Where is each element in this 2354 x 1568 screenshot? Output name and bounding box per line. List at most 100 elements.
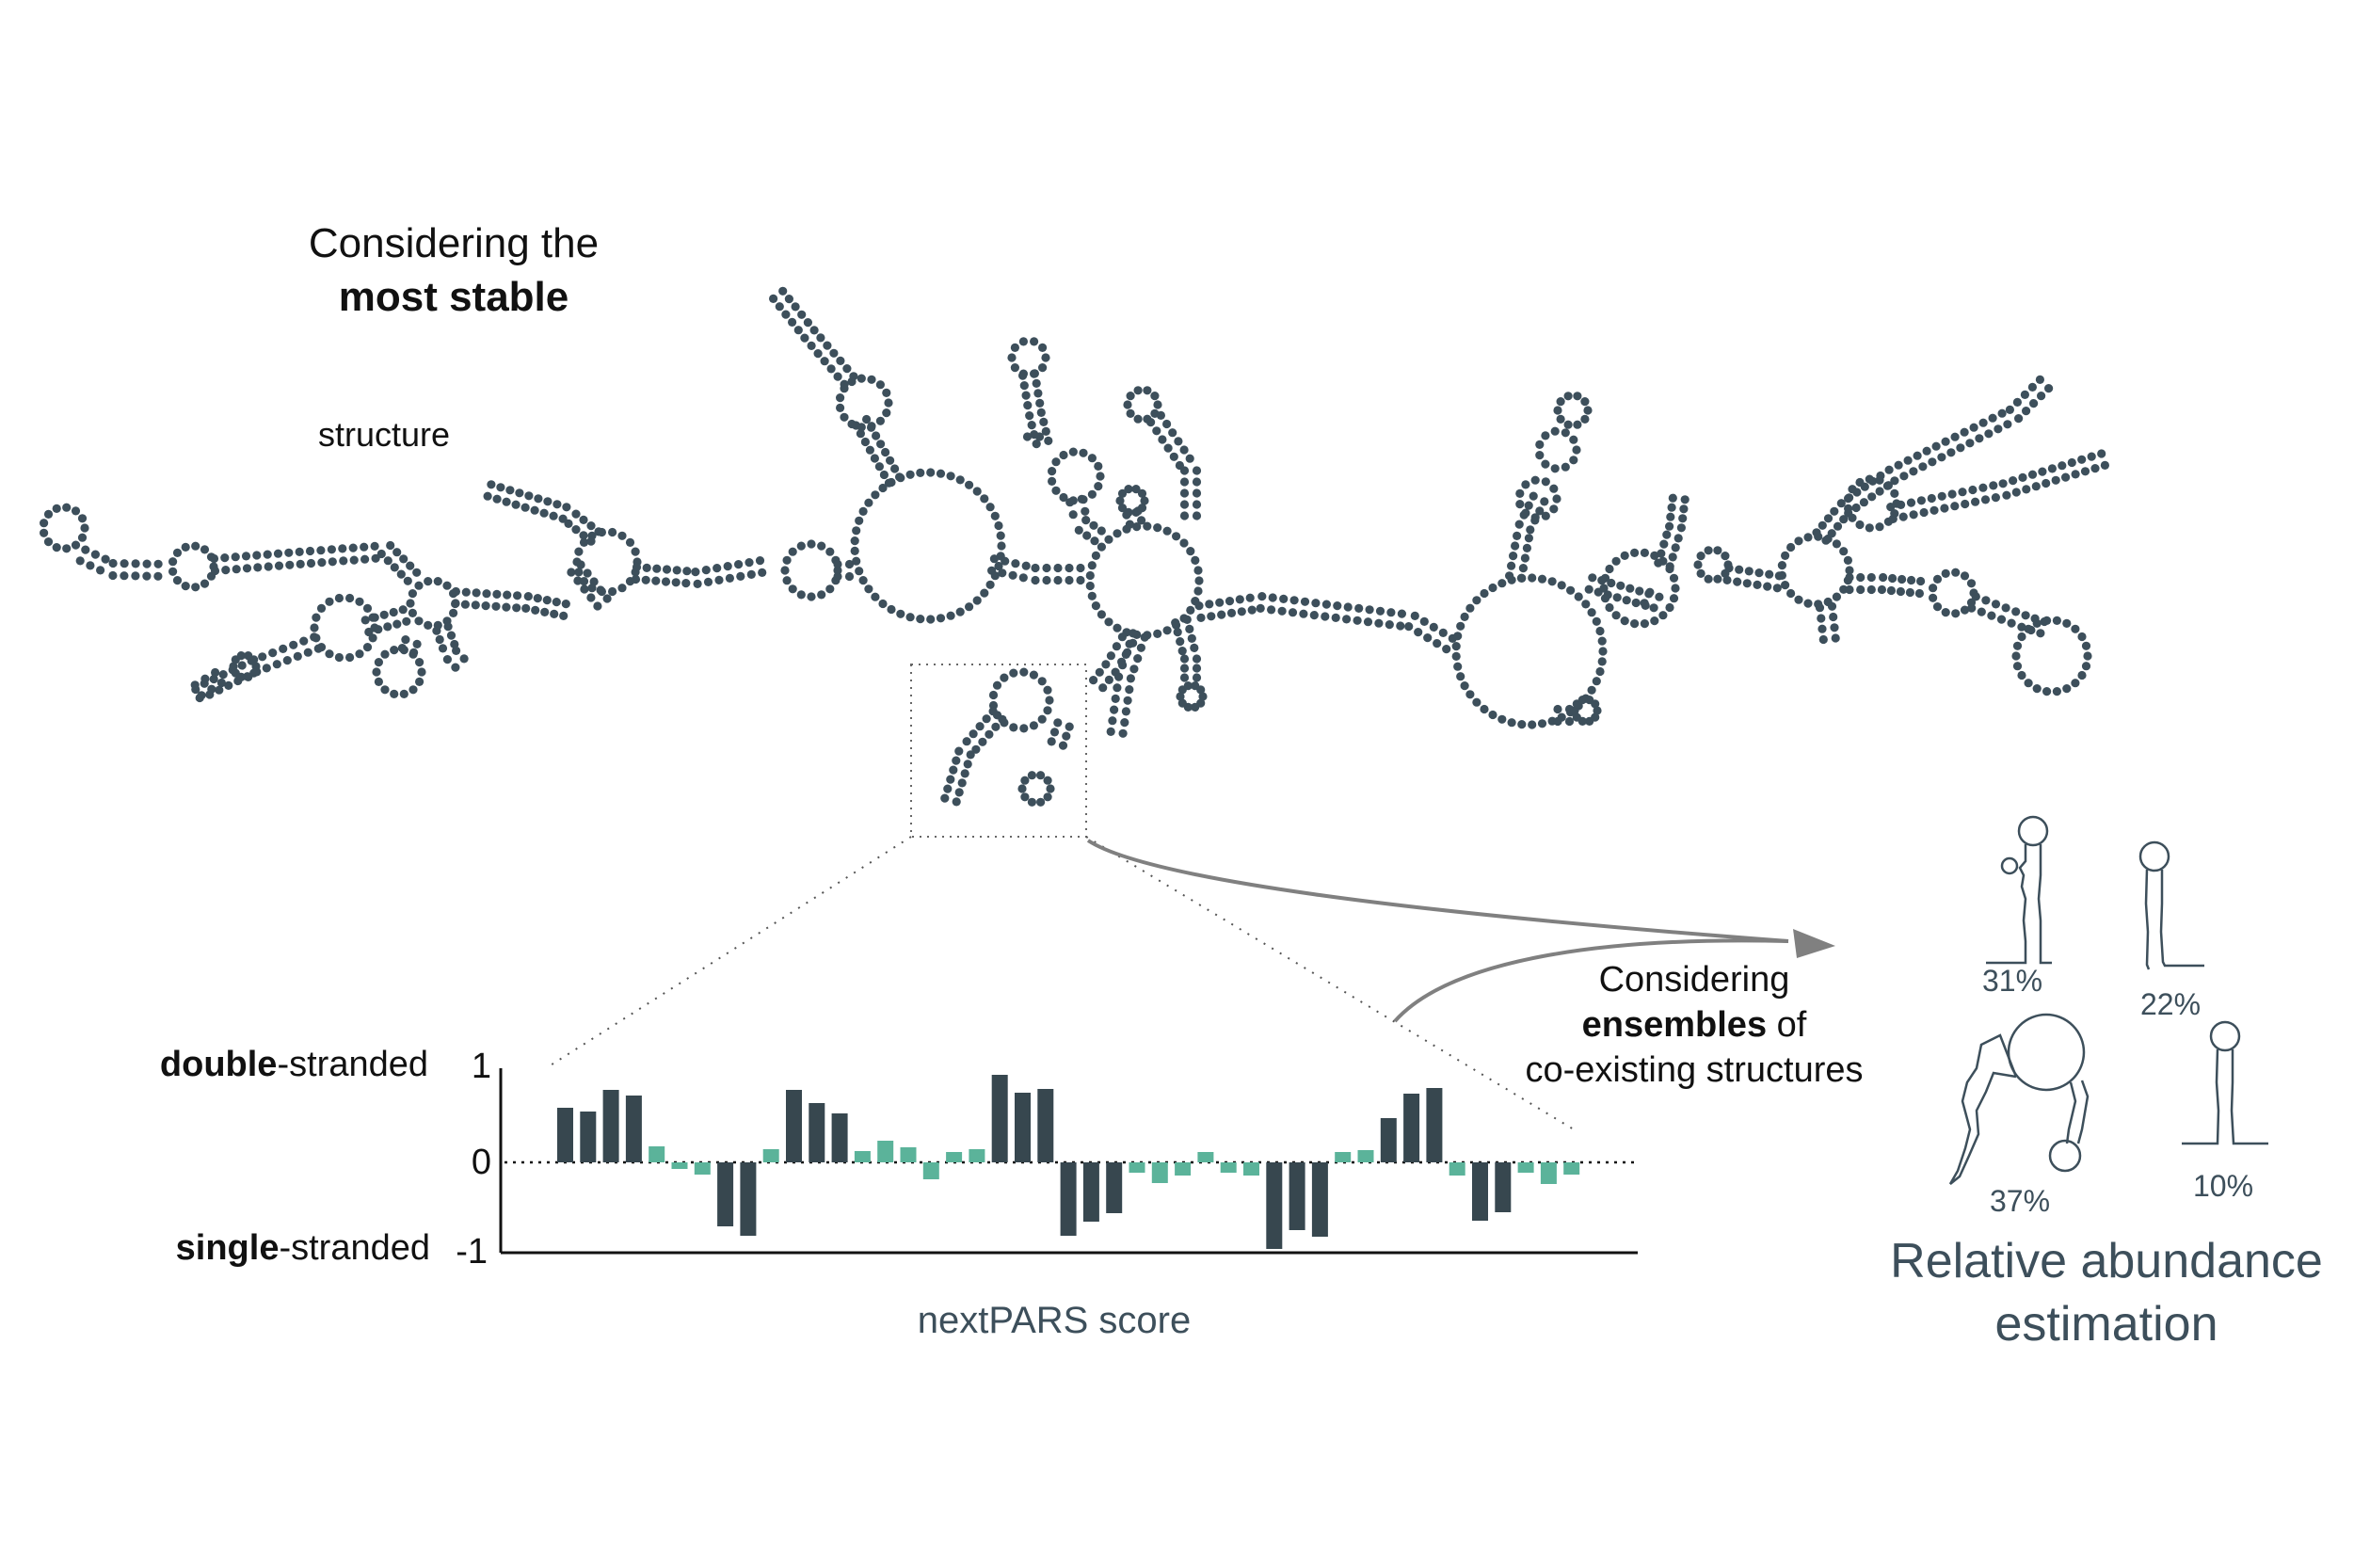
nucleotide-dot xyxy=(1179,673,1190,682)
nucleotide-dot xyxy=(641,575,650,584)
nucleotide-dot xyxy=(1111,694,1120,704)
nucleotide-dot xyxy=(1668,493,1677,503)
nucleotide-dot xyxy=(1978,418,1988,427)
nucleotide-dot xyxy=(153,559,163,568)
nucleotide-dot xyxy=(809,326,819,335)
nucleotide-dot xyxy=(1530,513,1540,522)
nucleotide-dot xyxy=(492,589,502,600)
nucleotide-dot xyxy=(803,318,813,328)
ensemble-line-3: co-existing structures xyxy=(1525,1050,1863,1090)
nucleotide-dot xyxy=(77,514,88,523)
nucleotide-dot xyxy=(713,564,722,573)
nucleotide-dot xyxy=(412,639,422,649)
nucleotide-dot xyxy=(40,528,49,537)
nucleotide-dot xyxy=(1042,563,1051,573)
nucleotide-dot xyxy=(408,685,418,695)
nucleotide-dot xyxy=(1967,603,1977,613)
nucleotide-dot xyxy=(1899,472,1909,481)
nucleotide-dot xyxy=(52,504,61,514)
nucleotide-dot xyxy=(1091,551,1100,561)
nucleotide-dot xyxy=(209,674,218,684)
nucleotide-dot xyxy=(1172,532,1181,541)
nucleotide-dot xyxy=(433,577,442,586)
nucleotide-dot xyxy=(1162,626,1172,635)
nucleotide-dot xyxy=(1117,504,1128,513)
nucleotide-dot xyxy=(1048,467,1057,476)
nucleotide-dot xyxy=(992,680,1002,690)
nucleotide-dot xyxy=(784,295,794,304)
nucleotide-dot xyxy=(1640,619,1649,629)
nucleotide-dot xyxy=(1947,489,1957,499)
nucleotide-dot xyxy=(1152,426,1161,436)
nucleotide-dot xyxy=(534,494,543,504)
nucleotide-dot xyxy=(1907,575,1916,585)
nucleotide-dot xyxy=(858,576,868,585)
nucleotide-dot xyxy=(1179,500,1190,509)
nucleotide-dot xyxy=(1524,534,1533,543)
nucleotide-dot xyxy=(1041,426,1050,436)
nucleotide-dot xyxy=(1022,432,1033,441)
nucleotide-dot xyxy=(1104,535,1113,544)
nucleotide-dot xyxy=(1530,475,1540,485)
nucleotide-dot xyxy=(1855,520,1865,530)
bar-20 xyxy=(991,1075,1008,1162)
nucleotide-dot xyxy=(424,620,433,631)
nucleotide-dot xyxy=(1557,581,1566,590)
nucleotide-dot xyxy=(415,677,424,687)
nucleotide-dot xyxy=(2061,472,2071,482)
nucleotide-dot xyxy=(1036,797,1046,807)
nucleotide-dot xyxy=(1245,593,1255,602)
nucleotide-dot xyxy=(1173,628,1182,637)
nucleotide-dot xyxy=(1089,520,1098,530)
nucleotide-dot xyxy=(1830,506,1839,516)
nucleotide-dot xyxy=(1043,792,1052,802)
nucleotide-dot xyxy=(1971,592,1980,601)
nucleotide-dot xyxy=(142,571,152,581)
large-loop-structure-icon xyxy=(1948,1013,2090,1185)
nucleotide-dot xyxy=(1215,598,1225,607)
nucleotide-dot xyxy=(758,568,767,578)
simple-hairpin-icon xyxy=(2138,840,2204,970)
nucleotide-dot xyxy=(2024,679,2033,688)
nucleotide-dot xyxy=(833,566,842,575)
nucleotide-dot xyxy=(988,690,999,700)
nucleotide-dot xyxy=(1257,592,1267,601)
nucleotide-dot xyxy=(1845,566,1854,575)
nucleotide-dot xyxy=(1140,632,1149,642)
nucleotide-dot xyxy=(1126,674,1135,683)
nucleotide-dot xyxy=(836,393,845,403)
nucleotide-dot xyxy=(608,527,617,537)
nucleotide-dot xyxy=(1649,603,1658,613)
nucleotide-dot xyxy=(1032,440,1041,449)
nucleotide-dot xyxy=(306,558,316,568)
nucleotide-dot xyxy=(1114,672,1124,681)
nucleotide-dot xyxy=(1932,574,1943,584)
nucleotide-dot xyxy=(1951,568,1961,577)
nucleotide-dot xyxy=(1550,464,1560,473)
nucleotide-dot xyxy=(496,483,505,492)
nucleotide-dot xyxy=(1818,634,1828,645)
nucleotide-dot xyxy=(1311,599,1321,608)
nucleotide-dot xyxy=(1965,439,1975,448)
nucleotide-dot xyxy=(1007,353,1017,362)
nucleotide-dot xyxy=(1839,547,1849,556)
nucleotide-dot xyxy=(1176,637,1185,647)
nucleotide-dot xyxy=(1984,429,1994,439)
nucleotide-dot xyxy=(825,584,835,594)
nucleotide-dot xyxy=(1669,573,1679,583)
nucleotide-dot xyxy=(1074,525,1083,536)
nucleotide-dot xyxy=(1087,454,1097,463)
nucleotide-dot xyxy=(954,788,964,797)
nucleotide-dot xyxy=(579,537,589,548)
bar-3 xyxy=(602,1090,619,1162)
nucleotide-dot xyxy=(1866,572,1876,583)
nucleotide-dot xyxy=(2083,651,2092,661)
nucleotide-dot xyxy=(338,544,347,553)
nucleotide-dot xyxy=(562,503,571,512)
nucleotide-dot xyxy=(1886,503,1896,512)
nucleotide-dot xyxy=(2071,679,2080,688)
nucleotide-dot xyxy=(1256,603,1265,614)
nucleotide-dot xyxy=(316,603,327,614)
nucleotide-dot xyxy=(1865,474,1874,484)
nucleotide-dot xyxy=(370,623,379,632)
